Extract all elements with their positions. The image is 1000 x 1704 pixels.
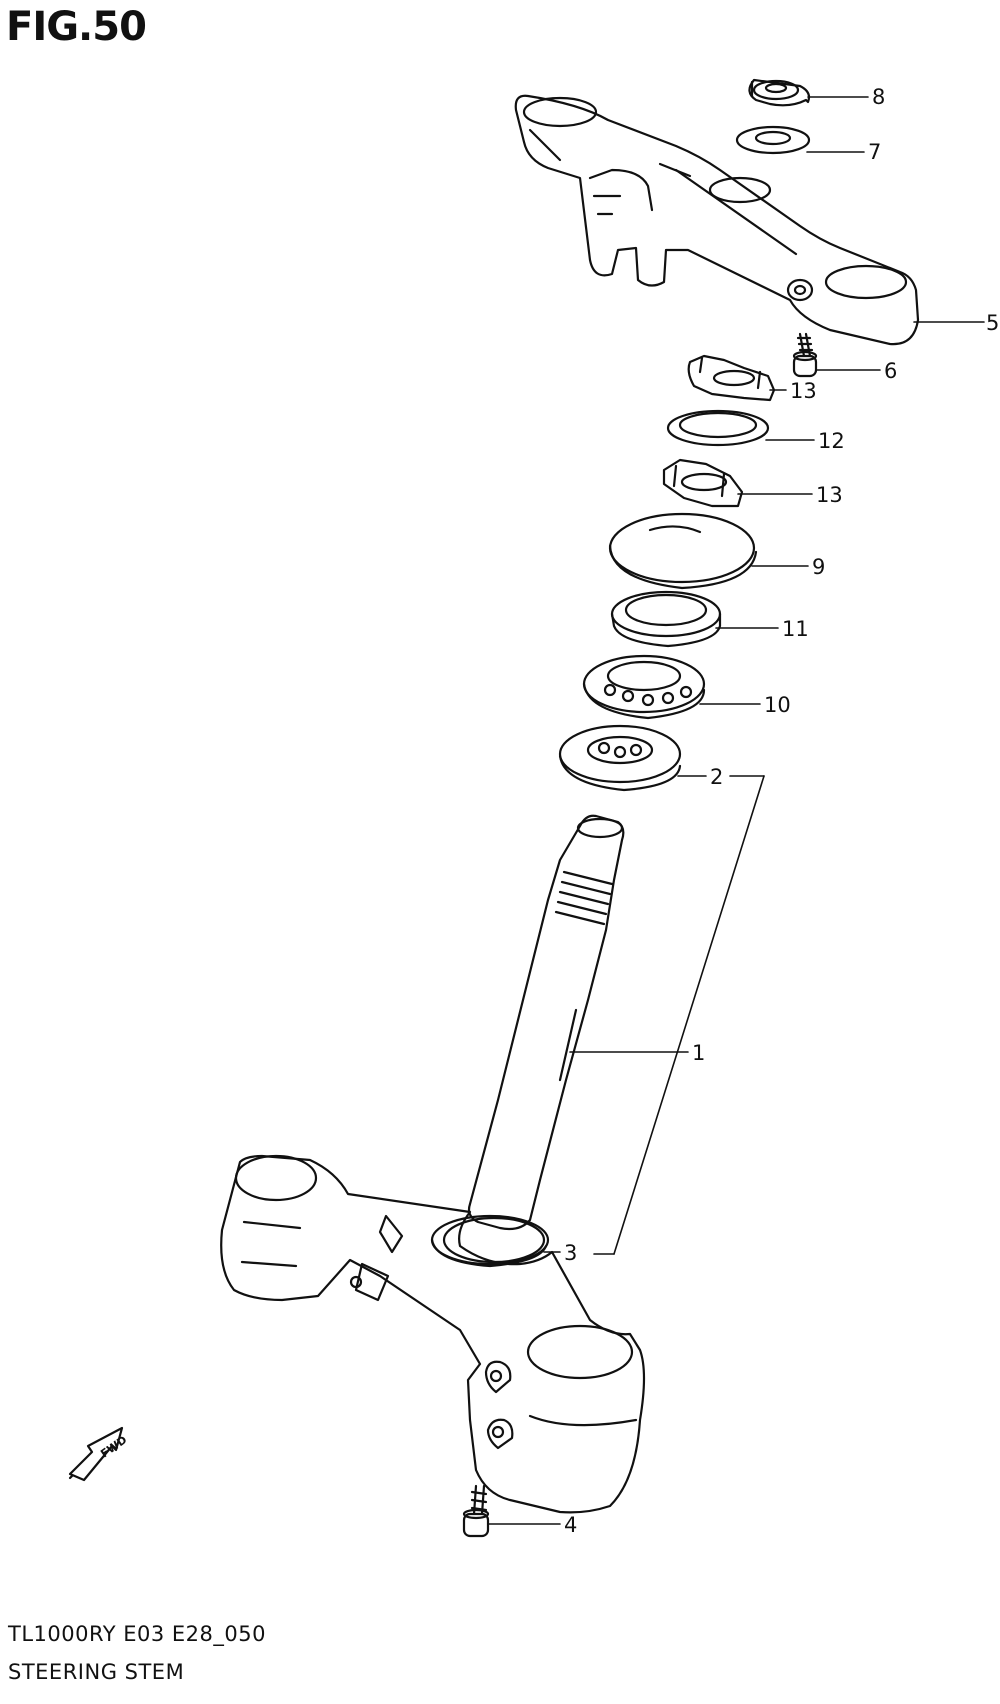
callout-2: 2 [710, 765, 723, 789]
part-5-upper-bracket [514, 94, 920, 346]
part-1-steering-stem [220, 814, 646, 1514]
part-9-dust-cover [608, 512, 758, 590]
callout-13-lower: 13 [816, 483, 843, 507]
part-8-nut [748, 78, 811, 107]
figure-title: FIG.50 [6, 4, 147, 50]
callout-10: 10 [764, 693, 791, 717]
callout-11: 11 [782, 617, 809, 641]
callout-8: 8 [872, 85, 885, 109]
callout-9: 9 [812, 555, 825, 579]
part-10-bearing [582, 654, 706, 720]
part-11-seal [610, 590, 722, 648]
part-13-upper-lock-washer [687, 354, 776, 402]
part-4-bolt [462, 1484, 490, 1538]
callout-13-upper: 13 [790, 379, 817, 403]
part-12-washer [666, 409, 770, 447]
callout-12: 12 [818, 429, 845, 453]
callout-5: 5 [986, 311, 999, 335]
part-2-bearing [558, 724, 682, 792]
forward-arrow-icon [68, 1426, 124, 1482]
model-code: TL1000RY E03 E28_050 [8, 1622, 266, 1646]
callout-6: 6 [884, 359, 897, 383]
callout-leaders [487, 96, 985, 1525]
part-3-dust-seal [430, 1214, 550, 1268]
callout-7: 7 [868, 140, 881, 164]
part-7-washer [735, 125, 811, 155]
part-6-bolt [792, 332, 818, 378]
figure-name: STEERING STEM [8, 1660, 185, 1684]
callout-3: 3 [564, 1241, 577, 1265]
callout-1: 1 [692, 1041, 705, 1065]
callout-4: 4 [564, 1513, 577, 1537]
part-13-lower-nut [662, 458, 744, 508]
